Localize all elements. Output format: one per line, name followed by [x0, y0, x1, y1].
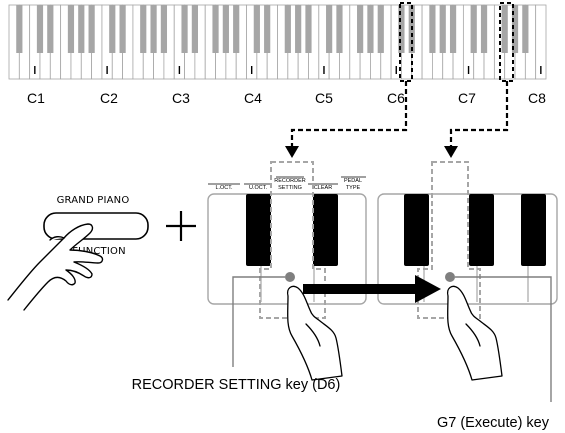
black-key [119, 5, 126, 53]
d6-key-dot [285, 272, 295, 282]
black-key [398, 5, 405, 53]
left-hand-icon [7, 223, 104, 311]
black-key [212, 5, 219, 53]
black-key [295, 5, 302, 53]
black-key [264, 5, 271, 53]
pedal-label: PEDAL [344, 178, 362, 184]
recorder-setting-callout: RECORDER SETTING key (D6) [132, 377, 341, 393]
black-key [109, 5, 116, 53]
black-key [67, 5, 75, 53]
black-key [16, 5, 23, 53]
black-key [233, 5, 240, 53]
right-hand-icon-d6 [286, 285, 343, 381]
execute-key-callout: G7 (Execute) key [437, 415, 550, 431]
black-key [191, 5, 198, 53]
full-keyboard [8, 4, 547, 80]
black-key [47, 5, 54, 53]
octave-label-c5: C5 [315, 90, 333, 106]
black-key [305, 5, 312, 53]
callout-line-g7 [455, 276, 552, 402]
black-key [326, 5, 333, 53]
black-key [181, 5, 188, 53]
black-key [36, 5, 44, 53]
black-key [449, 5, 457, 53]
type-label: TYPE [346, 185, 361, 191]
black-key [470, 5, 477, 53]
octave-label-c7: C7 [458, 90, 476, 106]
black-key [522, 5, 529, 53]
octave-label-c1: C1 [27, 90, 45, 106]
black-key [78, 5, 85, 53]
black-key [150, 5, 157, 53]
callout-line-d6 [232, 276, 285, 367]
clear-label: CLEAR [314, 185, 332, 191]
sequence-arrow-icon [303, 275, 441, 303]
function-label: FUNCTION [72, 246, 126, 257]
black-key [160, 5, 168, 53]
black-key [511, 5, 519, 53]
g7-key-highlight [499, 2, 514, 82]
black-key [439, 5, 446, 53]
black-key [284, 5, 291, 53]
black-key [222, 5, 229, 53]
leader-arrow-d6 [285, 81, 408, 158]
black-key [336, 5, 343, 53]
plus-icon [166, 211, 196, 241]
octave-label-c3: C3 [172, 90, 190, 106]
black-key [367, 5, 374, 53]
black-key [480, 5, 488, 53]
white-key [535, 4, 547, 80]
black-key [140, 5, 147, 53]
black-key [429, 5, 436, 53]
black-key [377, 5, 384, 53]
black-key [357, 5, 364, 53]
black-key [88, 5, 95, 53]
d6-key-highlight [399, 2, 413, 82]
leader-arrow-g7 [444, 81, 509, 158]
l-oct-label: L.OCT. [215, 185, 233, 191]
octave-label-c4: C4 [244, 90, 262, 106]
g7-closeup-highlight [417, 161, 481, 319]
octave-label-c2: C2 [100, 90, 118, 106]
function-button[interactable] [43, 212, 149, 240]
d6-closeup-highlight [259, 161, 326, 319]
u-oct-label: U.OCT. [249, 185, 268, 191]
right-hand-icon-g7 [446, 285, 503, 381]
black-key [501, 5, 508, 53]
recorder-label: RECORDER [274, 178, 306, 184]
setting-label: SETTING [278, 185, 302, 191]
black-key [253, 5, 260, 53]
octave-label-c8: C8 [528, 90, 546, 106]
g7-key-dot [445, 272, 455, 282]
grand-piano-label: GRAND PIANO [57, 195, 130, 206]
octave-label-c6: C6 [387, 90, 405, 106]
